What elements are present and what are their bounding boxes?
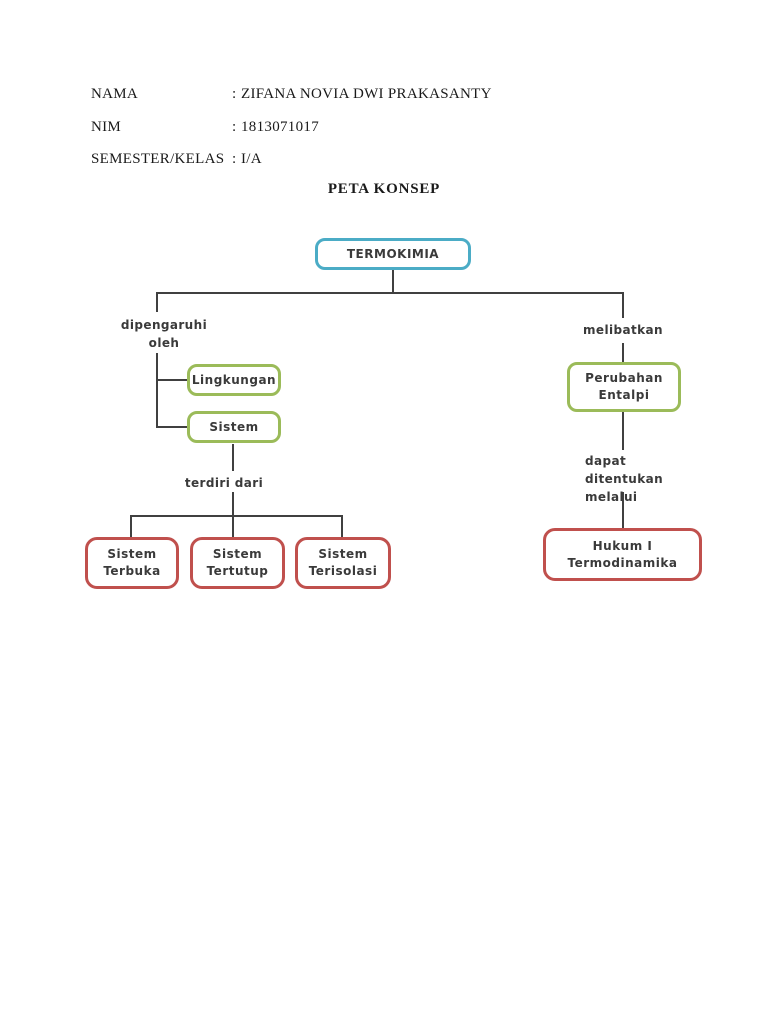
connector-line xyxy=(622,412,624,450)
node-label: Termodinamika xyxy=(567,555,678,570)
info-row-nama: NAMA : ZIFANA NOVIA DWI PRAKASANTY xyxy=(91,86,651,104)
connector-line xyxy=(232,515,234,537)
node-label: Terbuka xyxy=(103,564,161,578)
node-label: Hukum I xyxy=(592,538,653,553)
edge-label-melibatkan: melibatkan xyxy=(571,321,675,339)
node-perubahan-entalpi: Perubahan Entalpi xyxy=(567,362,681,412)
edge-label-dapat-ditentukan-melalui: dapat ditentukan melalui xyxy=(585,452,695,506)
node-label: Perubahan xyxy=(585,371,663,385)
connector-line xyxy=(157,292,624,294)
info-value-nim: 1813071017 xyxy=(241,119,319,135)
connector-line xyxy=(622,343,624,363)
node-label: Tertutup xyxy=(206,564,269,578)
node-sistem-terisolasi: Sistem Terisolasi xyxy=(295,537,391,589)
connector-line xyxy=(156,426,187,428)
connector-line xyxy=(622,292,624,318)
info-label-nim: NIM xyxy=(91,119,122,135)
edge-label-line: melalui xyxy=(585,490,638,504)
node-label: Entalpi xyxy=(598,388,650,402)
node-label: Lingkungan xyxy=(191,372,277,387)
edge-label-terdiri-dari: terdiri dari xyxy=(176,474,272,492)
node-sistem-tertutup: Sistem Tertutup xyxy=(190,537,285,589)
connector-line xyxy=(156,379,187,381)
info-label-nama: NAMA xyxy=(91,86,139,102)
node-label: Terisolasi xyxy=(308,564,378,578)
edge-label-line: oleh xyxy=(148,336,180,350)
node-label: Sistem xyxy=(107,547,157,561)
info-value-nama: ZIFANA NOVIA DWI PRAKASANTY xyxy=(241,86,492,102)
edge-label-line: melibatkan xyxy=(583,323,663,337)
node-termokimia: TERMOKIMIA xyxy=(315,238,471,270)
edge-label-dipengaruhi-oleh: dipengaruhi oleh xyxy=(116,316,212,352)
connector-line xyxy=(156,292,158,312)
node-sistem: Sistem xyxy=(187,411,281,443)
info-value-semester-kelas: I/A xyxy=(241,151,262,167)
node-label: Sistem xyxy=(318,547,368,561)
edge-label-line: dapat ditentukan xyxy=(585,454,664,486)
connector-line xyxy=(156,353,158,428)
connector-line xyxy=(622,492,624,529)
node-label: Sistem xyxy=(209,419,259,434)
info-colon: : xyxy=(232,86,237,102)
info-colon: : xyxy=(232,119,237,135)
edge-label-line: terdiri dari xyxy=(184,476,264,490)
connector-line xyxy=(232,492,234,517)
connector-line xyxy=(392,270,394,293)
connector-line xyxy=(130,515,343,517)
connector-line xyxy=(232,444,234,471)
info-row-nim: NIM : 1813071017 xyxy=(91,119,651,137)
node-hukum-i-termodinamika: Hukum I Termodinamika xyxy=(543,528,702,581)
connector-line xyxy=(130,515,132,537)
info-row-semester-kelas: SEMESTER/KELAS : I/A xyxy=(91,151,651,169)
node-sistem-terbuka: Sistem Terbuka xyxy=(85,537,179,589)
connector-line xyxy=(341,515,343,537)
info-colon: : xyxy=(232,151,237,167)
info-label-semester-kelas: SEMESTER/KELAS xyxy=(91,151,225,167)
node-label: Sistem xyxy=(212,547,263,561)
page-title: PETA KONSEP xyxy=(327,181,441,197)
node-lingkungan: Lingkungan xyxy=(187,364,281,396)
edge-label-line: dipengaruhi xyxy=(120,318,208,332)
node-label: TERMOKIMIA xyxy=(346,246,440,261)
